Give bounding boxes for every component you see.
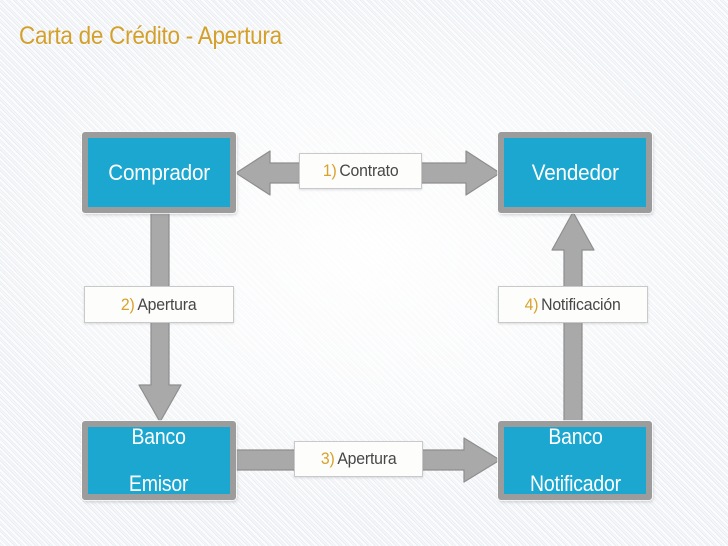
flow-label-apertura-2[interactable]: 2)Apertura <box>84 286 234 323</box>
flow-label-contrato-text: Contrato <box>339 161 399 180</box>
node-banco-notificador-label: Banco Notificador <box>527 425 624 496</box>
flow-label-contrato-number: 1) <box>322 161 337 180</box>
node-comprador-label: Comprador <box>108 159 210 185</box>
flow-label-apertura-3[interactable]: 3)Apertura <box>294 441 423 477</box>
flow-label-apertura-2-text: Apertura <box>137 294 197 314</box>
node-banco-emisor-line1: Banco <box>131 423 187 449</box>
flow-label-notificacion-4[interactable]: 4)Notificación <box>498 286 648 323</box>
node-banco-emisor-label: Banco Emisor <box>127 425 190 496</box>
flow-label-apertura-2-inner: 2)Apertura <box>121 295 197 315</box>
flow-label-notificacion-4-text: Notificación <box>541 294 621 314</box>
flow-label-apertura-3-number: 3) <box>320 449 335 468</box>
node-comprador[interactable]: Comprador <box>82 132 236 213</box>
node-banco-notificador-line1: Banco <box>547 423 603 449</box>
flow-label-apertura-3-inner: 3)Apertura <box>321 449 397 469</box>
page-title: Carta de Crédito - Apertura <box>19 22 282 50</box>
node-banco-emisor[interactable]: Banco Emisor <box>82 421 236 500</box>
node-banco-notificador[interactable]: Banco Notificador <box>498 421 652 500</box>
flow-label-contrato-inner: 1)Contrato <box>323 161 399 181</box>
flow-label-apertura-2-number: 2) <box>121 294 135 314</box>
node-banco-emisor-line2: Emisor <box>129 471 189 497</box>
node-vendedor[interactable]: Vendedor <box>498 132 652 213</box>
flow-label-notificacion-4-number: 4) <box>525 294 539 314</box>
node-vendedor-label: Vendedor <box>531 159 619 185</box>
node-banco-notificador-line2: Notificador <box>529 471 621 497</box>
flow-label-contrato[interactable]: 1)Contrato <box>299 153 422 189</box>
flow-label-notificacion-4-inner: 4)Notificación <box>525 295 621 315</box>
flow-label-apertura-3-text: Apertura <box>337 449 397 468</box>
